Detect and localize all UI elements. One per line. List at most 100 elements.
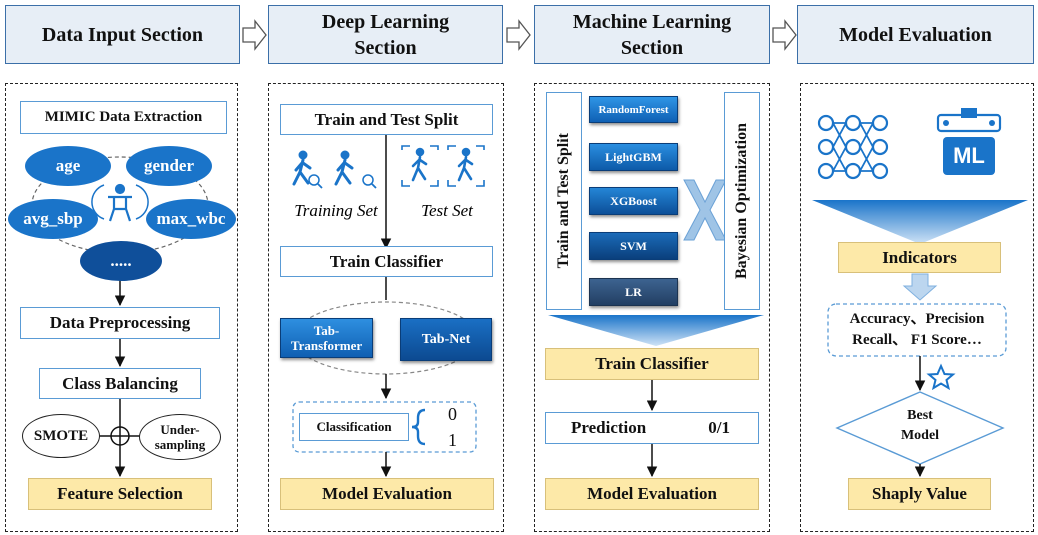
header-machine-learning-text: Machine Learning Section xyxy=(572,10,732,59)
indicators-label: Indicators xyxy=(882,247,957,267)
x-cross-icon xyxy=(683,179,727,241)
model-lr: LR xyxy=(589,278,678,306)
feature-gender-label: gender xyxy=(143,156,195,175)
feature-max-wbc: max_wbc xyxy=(146,199,236,239)
feature-max-wbc-label: max_wbc xyxy=(156,209,226,228)
model-xgboost: XGBoost xyxy=(589,187,678,215)
prediction-label: Prediction xyxy=(571,418,647,437)
dl-model-evaluation-label: Model Evaluation xyxy=(322,484,452,503)
best-model-line-1: Best xyxy=(907,408,933,423)
panel-machine-learning xyxy=(534,83,770,532)
data-preprocessing-box: Data Preprocessing xyxy=(20,307,220,339)
class-balancing-box: Class Balancing xyxy=(39,368,201,399)
ml-robot-text: ML xyxy=(953,143,985,168)
model-randomforest-label: RandomForest xyxy=(598,103,669,116)
metrics-line-2: Recall、 F1 Score… xyxy=(852,332,982,348)
feature-avg-sbp: avg_sbp xyxy=(8,199,98,239)
shaply-value-label: Shaply Value xyxy=(872,484,967,503)
star-icon xyxy=(926,363,956,391)
model-lightgbm: LightGBM xyxy=(589,143,678,171)
feature-age: age xyxy=(25,146,111,186)
ml-train-classifier-label: Train Classifier xyxy=(595,354,709,373)
class-balancing-label: Class Balancing xyxy=(62,373,178,393)
model-lr-label: LR xyxy=(625,284,642,299)
ml-robot-icon xyxy=(936,108,1002,175)
down-block-arrow xyxy=(902,273,938,301)
feature-avg-sbp-label: avg_sbp xyxy=(23,209,83,228)
dl-split-label: Train and Test Split xyxy=(314,109,459,129)
header-machine-learning: Machine Learning Section xyxy=(534,5,770,64)
header-data-input: Data Input Section xyxy=(5,5,240,64)
dl-split-box: Train and Test Split xyxy=(280,104,493,135)
header-model-evaluation-text: Model Evaluation xyxy=(839,23,992,46)
training-set-label: Training Set xyxy=(294,201,378,220)
header-data-input-text: Data Input Section xyxy=(41,23,204,46)
test-walker-icons xyxy=(401,145,485,187)
neural-network-icon xyxy=(817,114,889,180)
mimic-extraction-box: MIMIC Data Extraction xyxy=(20,101,227,134)
ml-model-evaluation-label: Model Evaluation xyxy=(587,484,717,503)
best-model-text: Best Model xyxy=(870,406,970,446)
classification-label: Classification xyxy=(316,419,392,434)
bayesian-optimization-label: Bayesian Optimization xyxy=(733,122,750,279)
header-arrow-2 xyxy=(506,19,531,51)
bayesian-optimization-box: Bayesian Optimization xyxy=(724,92,760,310)
classification-frame xyxy=(292,401,477,453)
undersampling-label: Under-sampling xyxy=(154,422,206,452)
metrics-text: Accuracy、Precision Recall、 F1 Score… xyxy=(828,309,1006,351)
mimic-extraction-label: MIMIC Data Extraction xyxy=(44,109,203,125)
model-svm: SVM xyxy=(589,232,678,260)
model-randomforest: RandomForest xyxy=(589,96,678,123)
class-zero-label: 0 xyxy=(448,404,457,424)
tab-transformer-node: Tab-Transformer xyxy=(280,318,373,358)
panel-model-evaluation xyxy=(800,83,1034,532)
ml-split-vertical-box: Train and Test Split xyxy=(546,92,582,310)
model-svm-label: SVM xyxy=(620,238,647,253)
metrics-frame xyxy=(827,303,1007,357)
feature-gender: gender xyxy=(126,146,212,186)
smote-label: SMOTE xyxy=(33,427,89,444)
dl-train-classifier-label: Train Classifier xyxy=(329,251,444,271)
person-icon xyxy=(91,183,149,222)
header-deep-learning-text: Deep Learning Section xyxy=(321,10,450,59)
curly-brace-icon xyxy=(411,408,426,446)
ml-model-evaluation-box: Model Evaluation xyxy=(545,478,759,510)
classification-box: Classification xyxy=(299,413,409,441)
training-walker-icons xyxy=(292,150,377,189)
ml-split-vertical-label: Train and Test Split xyxy=(555,133,572,269)
header-arrow-3 xyxy=(772,19,797,51)
header-arrow-1 xyxy=(242,19,267,51)
ml-funnel xyxy=(548,315,764,346)
ml-train-classifier-box: Train Classifier xyxy=(545,348,759,380)
tab-net-node: Tab-Net xyxy=(400,318,492,361)
model-lightgbm-label: LightGBM xyxy=(605,149,662,164)
prediction-box: Prediction 0/1 xyxy=(545,412,759,444)
model-xgboost-label: XGBoost xyxy=(610,193,657,208)
indicators-box: Indicators xyxy=(838,242,1001,273)
header-model-evaluation: Model Evaluation xyxy=(797,5,1034,64)
panel-data-input xyxy=(5,83,238,532)
metrics-line-1: Accuracy、Precision xyxy=(849,311,985,327)
test-set-label: Test Set xyxy=(421,201,473,220)
dl-train-classifier-box: Train Classifier xyxy=(280,246,493,277)
header-deep-learning: Deep Learning Section xyxy=(268,5,503,64)
undersampling-node: Under-sampling xyxy=(139,414,221,460)
feature-selection-label: Feature Selection xyxy=(57,484,183,503)
data-preprocessing-label: Data Preprocessing xyxy=(49,313,191,332)
dl-model-evaluation-box: Model Evaluation xyxy=(280,478,494,510)
panel-deep-learning xyxy=(268,83,504,532)
eval-funnel xyxy=(812,200,1028,244)
feature-more-label: ..... xyxy=(110,251,132,270)
class-one-label: 1 xyxy=(448,430,457,450)
feature-more: ..... xyxy=(80,241,162,281)
smote-node: SMOTE xyxy=(22,414,100,458)
prediction-output-label: 0/1 xyxy=(708,418,730,437)
best-model-line-2: Model xyxy=(900,428,940,443)
shaply-value-box: Shaply Value xyxy=(848,478,991,510)
tab-net-label: Tab-Net xyxy=(421,331,471,347)
tab-transformer-label: Tab-Transformer xyxy=(290,323,363,353)
feature-selection-box: Feature Selection xyxy=(28,478,212,510)
feature-age-label: age xyxy=(55,156,81,175)
